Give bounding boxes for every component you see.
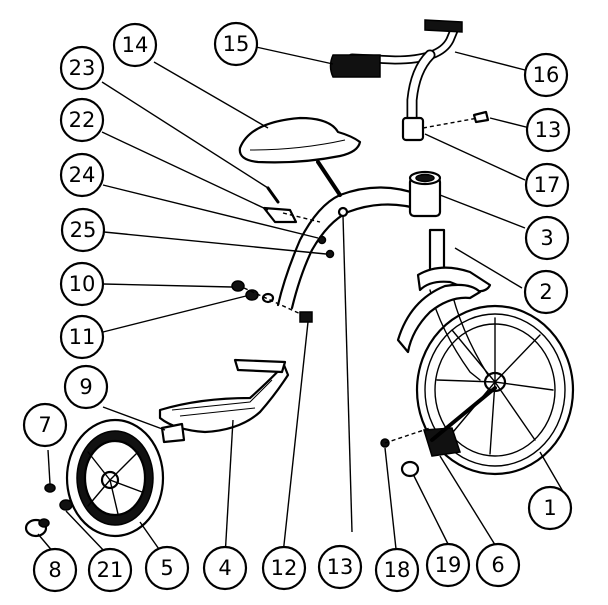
callout-6: 6 bbox=[475, 542, 521, 588]
svg-text:9: 9 bbox=[79, 375, 92, 399]
svg-text:23: 23 bbox=[69, 56, 96, 80]
callout-22: 22 bbox=[59, 97, 105, 143]
seat bbox=[238, 116, 362, 197]
callout-12: 12 bbox=[261, 545, 307, 591]
handlebar bbox=[347, 19, 463, 136]
svg-text:4: 4 bbox=[218, 556, 231, 580]
footboard bbox=[158, 358, 290, 434]
svg-text:5: 5 bbox=[160, 556, 173, 580]
callout-19: 19 bbox=[425, 542, 471, 588]
axle-nut bbox=[44, 483, 56, 493]
svg-text:17: 17 bbox=[534, 173, 561, 197]
rear-wheel bbox=[65, 418, 165, 538]
callout-17: 17 bbox=[524, 162, 570, 208]
svg-text:6: 6 bbox=[491, 553, 504, 577]
svg-text:19: 19 bbox=[435, 553, 462, 577]
svg-text:3: 3 bbox=[540, 226, 553, 250]
callout-10: 10 bbox=[59, 261, 105, 307]
front-fender bbox=[396, 283, 482, 354]
axle-washer bbox=[59, 499, 73, 511]
svg-text:25: 25 bbox=[70, 218, 97, 242]
svg-text:15: 15 bbox=[223, 32, 250, 56]
svg-text:18: 18 bbox=[384, 558, 411, 582]
svg-text:22: 22 bbox=[69, 108, 96, 132]
svg-text:24: 24 bbox=[69, 163, 96, 187]
callout-8: 8 bbox=[32, 547, 78, 593]
svg-text:1: 1 bbox=[543, 496, 556, 520]
callout-1: 1 bbox=[527, 485, 573, 531]
callout-25: 25 bbox=[60, 207, 106, 253]
svg-text:16: 16 bbox=[533, 63, 560, 87]
callout-7: 7 bbox=[22, 402, 68, 448]
seat-clamp bbox=[262, 186, 321, 224]
handlebar-grip bbox=[329, 54, 381, 78]
callout-5: 5 bbox=[144, 545, 190, 591]
svg-text:2: 2 bbox=[539, 280, 552, 304]
frame bbox=[276, 186, 424, 533]
rear-axle bbox=[160, 422, 186, 444]
rear-fittings bbox=[231, 280, 313, 323]
pedal bbox=[380, 386, 497, 478]
frame-fasteners bbox=[317, 235, 335, 259]
svg-text:7: 7 bbox=[38, 413, 51, 437]
callout-13-frame: 13 bbox=[317, 544, 363, 590]
callout-14: 14 bbox=[112, 22, 158, 68]
axle-cap bbox=[24, 518, 50, 538]
svg-text:8: 8 bbox=[48, 558, 61, 582]
svg-text:13: 13 bbox=[535, 118, 562, 142]
svg-text:12: 12 bbox=[271, 556, 298, 580]
stem-clamp bbox=[401, 110, 490, 142]
callout-11: 11 bbox=[59, 314, 105, 360]
callout-15: 15 bbox=[213, 21, 259, 67]
callout-18: 18 bbox=[374, 547, 420, 593]
svg-text:21: 21 bbox=[97, 558, 124, 582]
callout-13-stem: 13 bbox=[525, 107, 571, 153]
svg-text:13: 13 bbox=[327, 555, 354, 579]
callout-16: 16 bbox=[523, 52, 569, 98]
head-tube bbox=[408, 170, 442, 218]
callout-9: 9 bbox=[63, 364, 109, 410]
svg-text:14: 14 bbox=[122, 33, 149, 57]
callout-24: 24 bbox=[59, 152, 105, 198]
callout-2: 2 bbox=[523, 269, 569, 315]
leader-lines bbox=[37, 46, 566, 567]
svg-text:11: 11 bbox=[69, 325, 96, 349]
callout-23: 23 bbox=[59, 45, 105, 91]
callout-21: 21 bbox=[87, 547, 133, 593]
callout-4: 4 bbox=[202, 545, 248, 591]
callout-3: 3 bbox=[524, 215, 570, 261]
svg-text:10: 10 bbox=[69, 272, 96, 296]
